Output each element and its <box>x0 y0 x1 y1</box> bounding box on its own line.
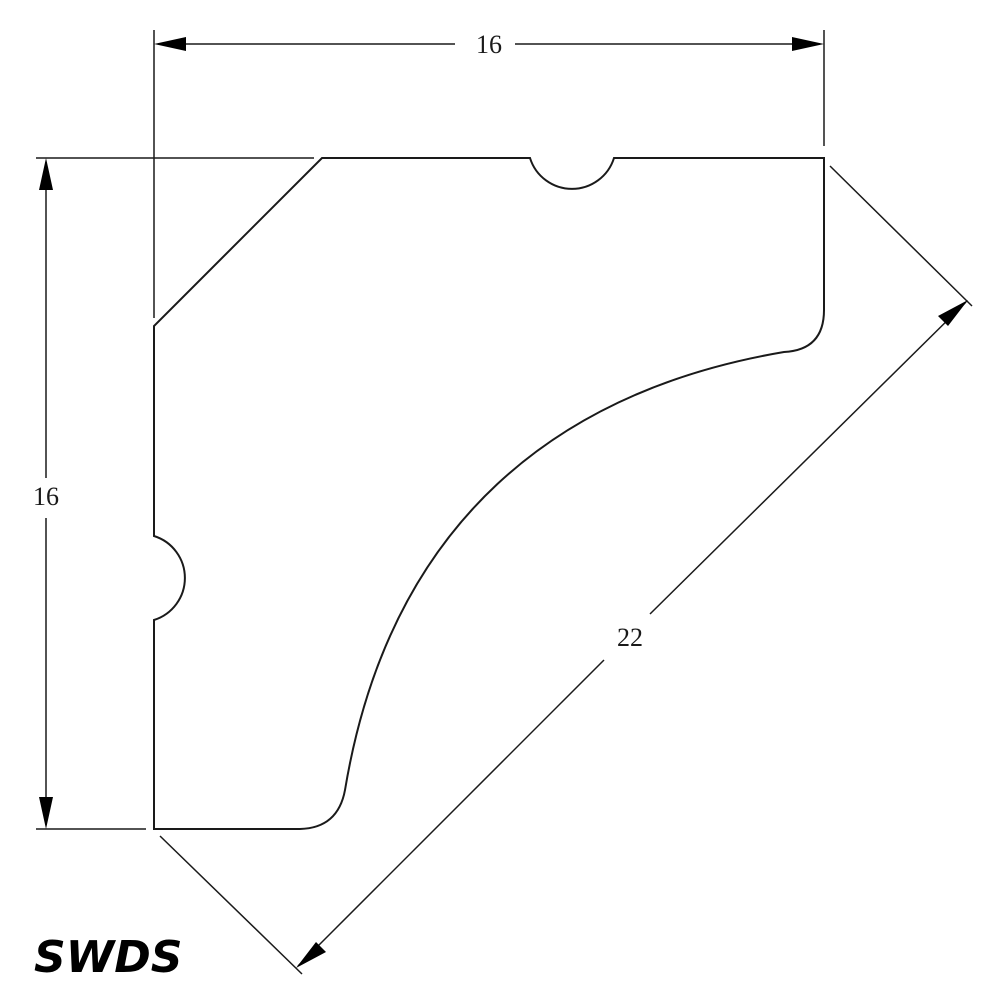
bottom-diagonal-extension-line <box>159 835 303 975</box>
width-arrow-left <box>154 37 186 51</box>
diagonal-dimension-line-upper <box>649 301 967 615</box>
height-arrow-top <box>39 158 53 190</box>
right-diagonal-extension-line <box>829 165 973 307</box>
moulding-profile-outline <box>153 157 825 830</box>
diagonal-arrow-top <box>938 300 968 326</box>
diagonal-arrow-bottom <box>296 942 326 968</box>
width-dimension-label: 16 <box>476 30 502 59</box>
swds-logo: SWDS <box>34 932 182 983</box>
height-arrow-bottom <box>39 797 53 829</box>
diagonal-dimension-line-lower <box>297 659 605 967</box>
height-dimension-label: 16 <box>33 482 59 511</box>
diagonal-dimension-label: 22 <box>617 623 643 652</box>
width-arrow-right <box>792 37 824 51</box>
